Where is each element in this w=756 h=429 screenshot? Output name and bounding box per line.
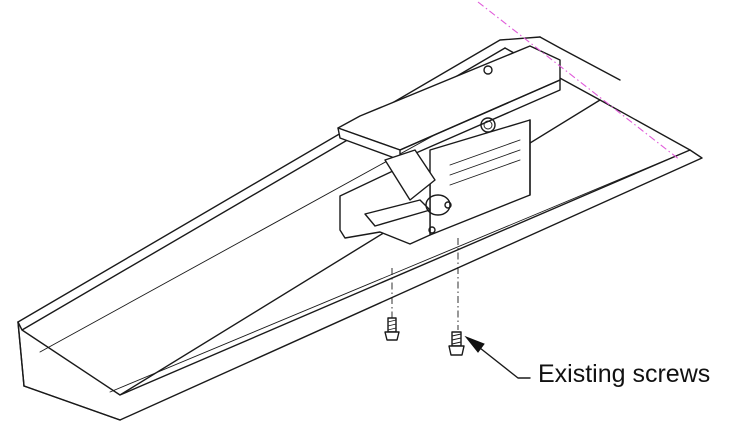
- slide-block: [337, 45, 561, 161]
- cut-lines: [477, 1, 681, 161]
- screw-right: [448, 331, 465, 356]
- screw-left: [384, 317, 400, 341]
- existing-screws-label: Existing screws: [538, 360, 711, 388]
- top-hole: [483, 65, 493, 75]
- screw-centerlines: [391, 238, 459, 330]
- latch-bracket: [339, 119, 531, 245]
- arrowhead: [464, 335, 485, 353]
- callout-leader: [464, 335, 531, 379]
- side-hole: [480, 117, 496, 133]
